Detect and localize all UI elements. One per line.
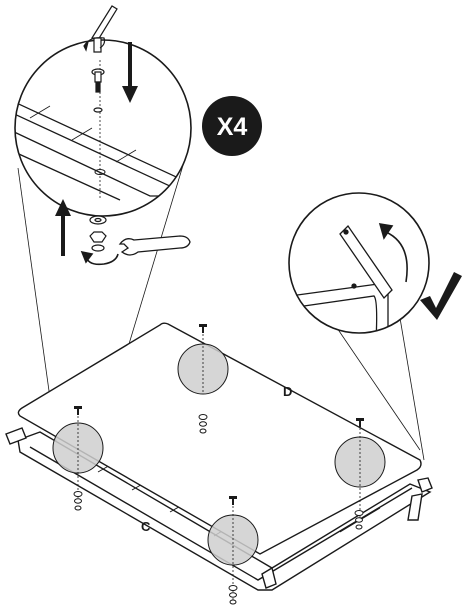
washer-nut-stack [198,414,208,434]
base-frame [5,427,433,591]
quantity-badge: X4 [202,96,262,156]
top-panel [17,322,422,555]
quantity-badge-text: X4 [217,113,248,141]
rotate-arrow-icon [378,223,408,283]
bolt-icon [229,496,237,505]
bolt-icon [199,324,207,333]
washer-nut-stack [354,510,364,530]
washer-nut-stack [228,585,238,605]
hex-key-icon [83,5,118,53]
rotate-arrow-icon [80,250,119,266]
down-arrow-icon [122,42,138,103]
detail-circle-fastening [14,5,192,266]
up-arrow-icon [55,199,71,256]
part-label-d: D [283,384,292,399]
bolt-icon [356,418,364,427]
bolt-icon [74,406,82,415]
checkmark-icon [420,272,462,320]
bolts [74,324,364,505]
detail-bolt-icon [91,68,105,113]
washer-nut-stack [73,491,83,511]
washer-nut-stacks [73,414,364,605]
wrench-icon [118,235,191,256]
detail-circle-check [288,192,430,334]
part-label-c: C [141,519,151,534]
detail-washer-nut-icon [89,215,107,252]
